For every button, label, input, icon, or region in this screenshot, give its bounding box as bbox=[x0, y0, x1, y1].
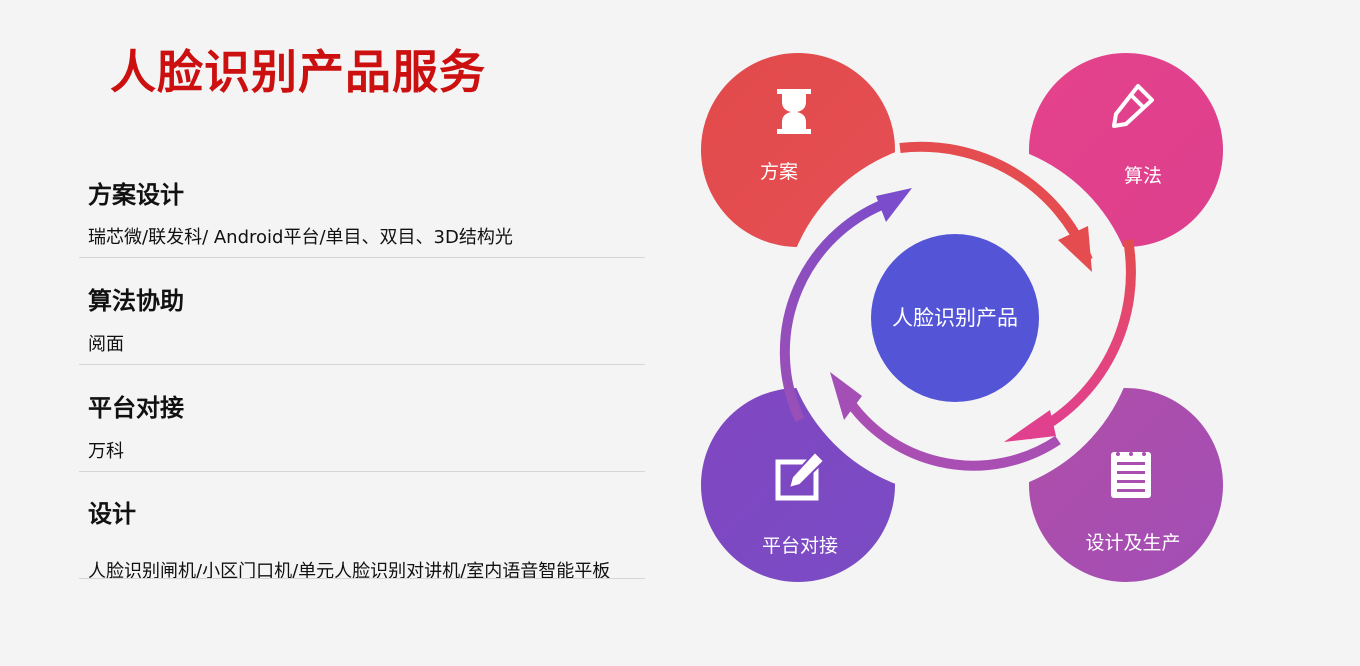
service-item-solution: 方案设计 瑞芯微/联发科/ Android平台/单目、双目、3D结构光 bbox=[79, 178, 645, 258]
hourglass-icon bbox=[777, 89, 811, 134]
service-item-algorithm: 算法协助 阅面 bbox=[79, 285, 645, 365]
service-heading: 设计 bbox=[88, 500, 136, 528]
service-heading: 平台对接 bbox=[88, 394, 184, 422]
service-item-design: 设计 人脸识别闸机/小区门口机/单元人脸识别对讲机/室内语音智能平板 bbox=[79, 498, 645, 582]
service-item-platform: 平台对接 万科 bbox=[79, 392, 645, 472]
document-icon bbox=[1111, 452, 1151, 498]
service-heading: 算法协助 bbox=[88, 287, 184, 315]
service-desc: 阅面 bbox=[88, 334, 124, 355]
service-desc: 万科 bbox=[88, 441, 124, 462]
service-heading: 方案设计 bbox=[88, 181, 184, 209]
node-label-platform: 平台对接 bbox=[762, 535, 838, 557]
node-label-solution: 方案 bbox=[760, 161, 798, 183]
divider bbox=[79, 257, 645, 258]
divider bbox=[79, 578, 645, 579]
pencil-icon bbox=[1112, 84, 1154, 128]
arrow-head bbox=[1058, 226, 1092, 272]
arc-outer-right bbox=[899, 141, 1093, 262]
arc-inner-left-upper bbox=[779, 195, 897, 423]
node-label-production: 设计及生产 bbox=[1085, 532, 1180, 554]
divider bbox=[79, 471, 645, 472]
center-label: 人脸识别产品 bbox=[892, 306, 1018, 330]
arrow-head bbox=[876, 188, 912, 222]
center-circle bbox=[871, 234, 1039, 402]
arrow-head bbox=[830, 372, 862, 420]
service-desc: 瑞芯微/联发科/ Android平台/单目、双目、3D结构光 bbox=[88, 227, 513, 248]
node-label-algorithm: 算法 bbox=[1124, 165, 1162, 187]
arc-inner-left bbox=[837, 387, 1061, 471]
arc-outer-right-lower bbox=[1025, 239, 1136, 440]
arrow-head bbox=[1004, 410, 1056, 442]
service-desc: 人脸识别闸机/小区门口机/单元人脸识别对讲机/室内语音智能平板 bbox=[88, 561, 611, 582]
divider bbox=[79, 364, 645, 365]
edit-icon bbox=[775, 450, 826, 501]
page-title: 人脸识别产品服务 bbox=[110, 45, 486, 99]
